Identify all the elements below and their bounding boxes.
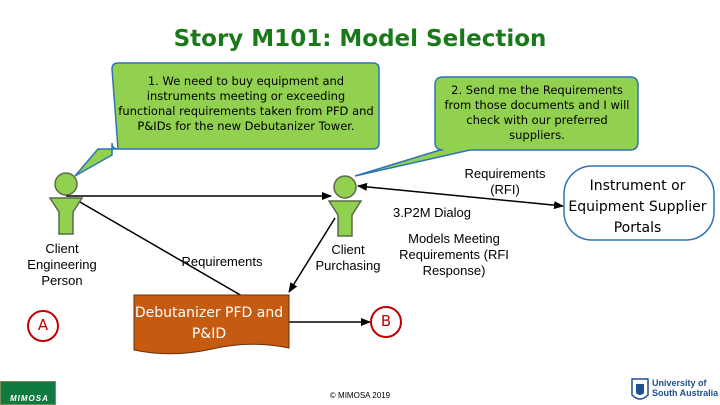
supplier-portals-label: Instrument or Equipment Supplier Portals <box>568 178 707 236</box>
connector-a-label: A <box>37 316 49 334</box>
connector-b-circle <box>370 306 402 338</box>
requirements-label: Requirements <box>181 254 263 269</box>
callout-left-text: 1. We need to buy equipment and instrume… <box>118 74 374 133</box>
supplier-portals-shape <box>563 165 715 241</box>
callout-right-shape <box>354 76 639 177</box>
university-logo-text: University of South Australia <box>652 378 719 398</box>
actor-client-engineering <box>48 172 84 235</box>
document-shape <box>133 294 290 355</box>
p2m-dialog-label: 3.P2M Dialog <box>392 205 472 220</box>
university-shield-icon <box>631 378 649 400</box>
client-purchasing-label: Client Purchasing <box>315 242 381 273</box>
line-purchasing-to-document <box>288 217 336 293</box>
callout-left-shape <box>74 62 380 177</box>
document-label: Debutanizer PFD and P&ID <box>134 305 284 342</box>
requirements-rfi-label: Requirements (RFI) <box>464 166 546 197</box>
models-meeting-requirements-label: Models Meeting Requirements (RFI Respons… <box>399 231 509 278</box>
line-purchasing-to-portals <box>357 182 564 210</box>
page-title: Story M101: Model Selection <box>173 26 547 52</box>
actor-client-purchasing <box>327 175 363 237</box>
mimosa-logo-text: MIMOSA <box>10 394 49 403</box>
connector-a-circle <box>27 310 59 342</box>
copyright-text: © MIMOSA 2019 <box>329 391 391 400</box>
client-engineering-label: Client Engineering Person <box>27 241 97 288</box>
callout-right-text: 2. Send me the Requirements from those d… <box>444 83 630 142</box>
mimosa-logo: MIMOSA <box>0 381 56 405</box>
connector-b-label: B <box>380 312 392 330</box>
